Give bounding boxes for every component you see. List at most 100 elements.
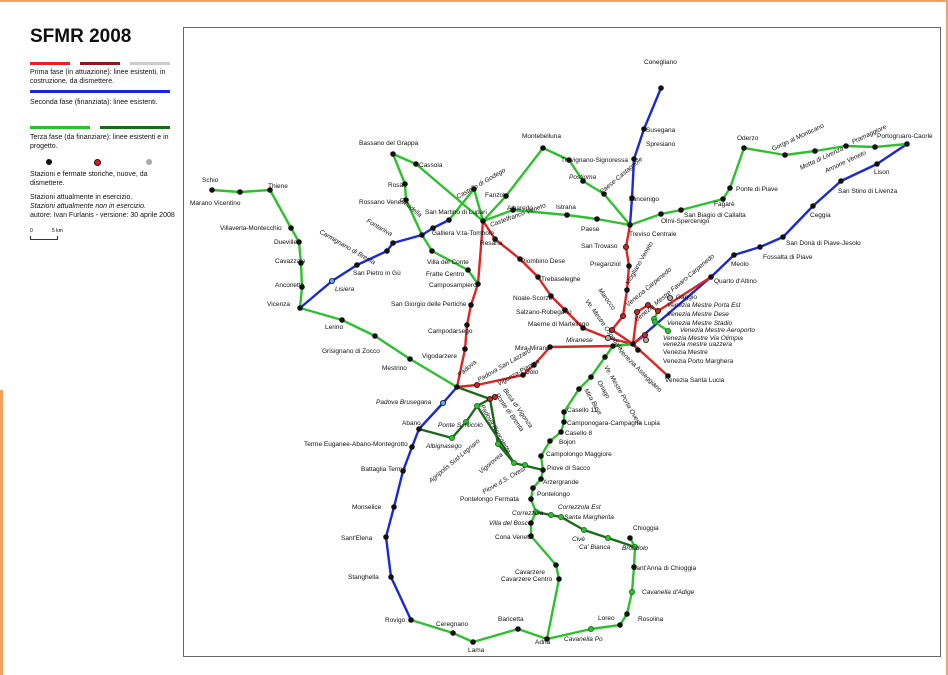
station-dot-paese_cast[interactable] <box>601 191 607 197</box>
station-dot-lison[interactable] <box>874 161 880 167</box>
station-dot-uazzera[interactable] <box>643 336 650 343</box>
station-dot-stanghella[interactable] <box>388 574 394 580</box>
station-dot-santrovaso[interactable] <box>623 243 630 250</box>
station-dot-piovesovest[interactable] <box>522 461 529 468</box>
station-dot-cavarzerecentro[interactable] <box>556 576 562 582</box>
station-dot-grisignano[interactable] <box>372 333 378 339</box>
station-dot-vigodarzere[interactable] <box>462 346 468 352</box>
station-dot-campolongo[interactable] <box>538 453 544 459</box>
station-dot-rosolina[interactable] <box>624 611 630 617</box>
station-dot-loreo[interactable] <box>617 622 623 628</box>
station-dot-santamargherita[interactable] <box>558 514 565 521</box>
station-dot-adria[interactable] <box>544 636 550 642</box>
station-dot-meolo[interactable] <box>731 252 737 258</box>
station-dot-campodarsego[interactable] <box>464 322 470 328</box>
station-dot-trevignano[interactable] <box>566 157 572 163</box>
station-dot-casello8[interactable] <box>558 429 564 435</box>
station-dot-cittadella[interactable] <box>419 232 425 238</box>
station-dot-lancenigo[interactable] <box>629 195 635 201</box>
station-dot-fagare[interactable] <box>720 196 726 202</box>
station-dot-arzergrande[interactable] <box>538 476 544 482</box>
station-dot-pramaggiore[interactable] <box>872 144 878 150</box>
station-dot-roncajette[interactable] <box>473 402 480 409</box>
station-dot-camposampiero[interactable] <box>475 281 481 287</box>
station-dot-carmignano[interactable] <box>384 248 390 254</box>
station-dot-villaverla[interactable] <box>288 225 294 231</box>
station-dot-piovesacco[interactable] <box>540 467 546 473</box>
station-dot-stino[interactable] <box>838 178 844 184</box>
station-dot-dueville[interactable] <box>296 239 302 245</box>
station-dot-pontelongo[interactable] <box>530 485 536 491</box>
station-dot-preganziol[interactable] <box>626 263 632 269</box>
station-dot-pontebrenta[interactable] <box>486 395 493 402</box>
station-dot-agripolis[interactable] <box>494 440 501 447</box>
station-dot-padovasanlazzaro[interactable] <box>473 381 480 388</box>
station-dot-battaglia[interactable] <box>400 468 406 474</box>
station-dot-vigonzapianiga[interactable] <box>520 372 526 378</box>
station-dot-mestre[interactable] <box>630 341 636 347</box>
station-dot-fanzolo[interactable] <box>503 193 509 199</box>
station-dot-rossano[interactable] <box>403 197 409 203</box>
station-dot-olimpia[interactable] <box>642 331 649 338</box>
station-dot-cassola[interactable] <box>413 161 419 167</box>
station-dot-marocco[interactable] <box>620 312 627 319</box>
station-dot-castellof[interactable] <box>471 186 477 192</box>
station-dot-dolo[interactable] <box>531 362 537 368</box>
station-dot-sangiorgio[interactable] <box>468 302 474 308</box>
station-dot-abano[interactable] <box>416 426 422 432</box>
station-dot-rovigo[interactable] <box>408 617 414 623</box>
station-dot-chioggia[interactable] <box>627 535 633 541</box>
station-dot-portogruaro[interactable] <box>904 141 910 147</box>
station-dot-busavigonza[interactable] <box>491 393 498 400</box>
station-dot-brusegana[interactable] <box>439 399 446 406</box>
station-dot-mogliano[interactable] <box>624 287 630 293</box>
station-dot-anconetta[interactable] <box>299 284 305 290</box>
station-dot-marano[interactable] <box>237 189 243 195</box>
station-dot-noale[interactable] <box>548 293 554 299</box>
station-dot-vemestreospedale[interactable] <box>609 326 616 333</box>
station-dot-mirabuse[interactable] <box>576 386 582 392</box>
station-dot-cavanellaadige[interactable] <box>629 589 636 596</box>
station-dot-pontepiave[interactable] <box>727 185 733 191</box>
station-dot-cavarzere[interactable] <box>553 562 559 568</box>
station-dot-gaggio[interactable] <box>667 294 674 301</box>
station-dot-postioma[interactable] <box>580 178 586 184</box>
station-dot-bojon[interactable] <box>547 438 553 444</box>
station-dot-fossalta[interactable] <box>757 244 763 250</box>
station-dot-spresiano[interactable] <box>631 156 637 162</box>
station-dot-galliera[interactable] <box>430 225 436 231</box>
station-dot-sandona[interactable] <box>780 234 786 240</box>
station-dot-annone[interactable] <box>843 143 849 149</box>
station-dot-casello11[interactable] <box>561 409 567 415</box>
station-dot-terme[interactable] <box>409 444 415 450</box>
station-dot-sanmartino[interactable] <box>446 217 452 223</box>
station-dot-asseggiano[interactable] <box>610 343 616 349</box>
station-dot-treviso[interactable] <box>627 222 633 228</box>
station-dot-schio[interactable] <box>209 187 215 193</box>
station-dot-correzzolaest[interactable] <box>548 511 555 518</box>
station-dot-istrana[interactable] <box>564 212 570 218</box>
station-dot-thiene[interactable] <box>267 187 273 193</box>
station-dot-portomarghera[interactable] <box>635 347 641 353</box>
station-dot-gorgo[interactable] <box>782 152 788 158</box>
station-dot-motta[interactable] <box>812 148 818 154</box>
station-dot-susegana[interactable] <box>641 126 647 132</box>
station-dot-vigorovea[interactable] <box>510 459 517 466</box>
station-dot-maerne[interactable] <box>580 325 586 331</box>
station-dot-monselice[interactable] <box>391 504 397 510</box>
station-dot-ceregnano[interactable] <box>450 630 456 636</box>
station-dot-rosa[interactable] <box>402 181 408 187</box>
station-dot-baricetta[interactable] <box>515 626 521 632</box>
station-dot-trebaseleghe[interactable] <box>535 274 541 280</box>
station-dot-padova[interactable] <box>454 384 460 390</box>
station-dot-albaredo[interactable] <box>510 207 516 213</box>
station-dot-mestrino[interactable] <box>407 356 413 362</box>
station-dot-albignasego[interactable] <box>448 434 455 441</box>
station-dot-correzzola[interactable] <box>533 508 540 515</box>
station-dot-resana[interactable] <box>492 236 498 242</box>
station-dot-lerino[interactable] <box>339 317 345 323</box>
station-dot-cavanellapo[interactable] <box>588 626 595 633</box>
station-dot-villadelconte[interactable] <box>429 248 435 254</box>
station-dot-oriago[interactable] <box>588 374 594 380</box>
station-dot-vemestreportaovest[interactable] <box>602 354 608 360</box>
